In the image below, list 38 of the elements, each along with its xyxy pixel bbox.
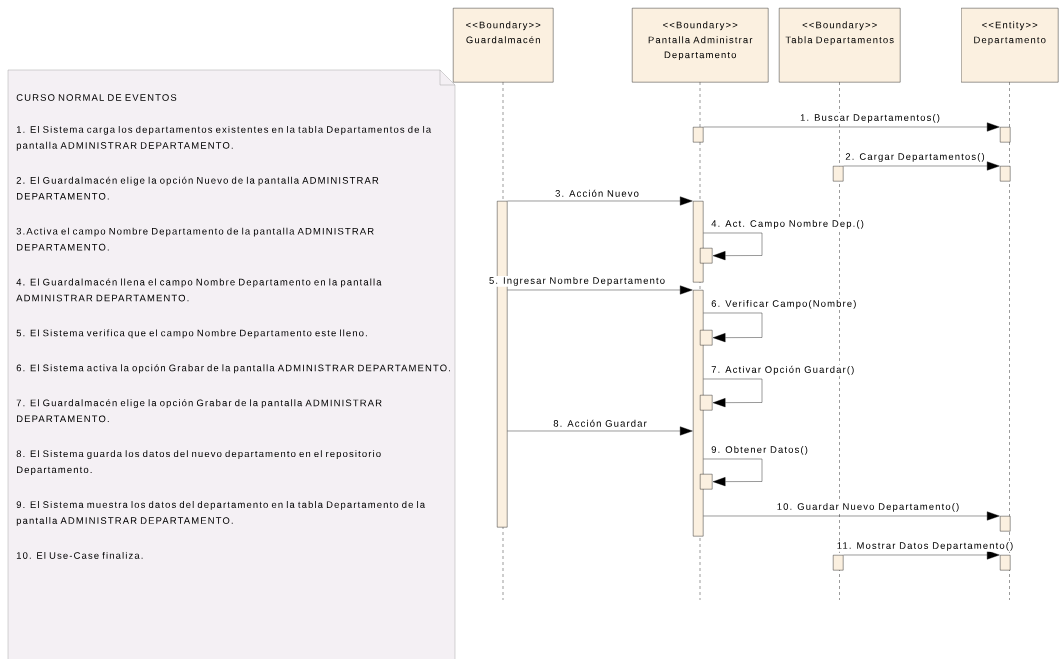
- activation-bar: [1000, 166, 1011, 182]
- message-arrow: [507, 285, 693, 295]
- message-arrow: [703, 232, 763, 261]
- edge-label: 1. Buscar Departamentos(): [799, 113, 941, 124]
- message-arrow: [703, 511, 1000, 521]
- activation-bar: [700, 248, 713, 264]
- edge-label: 6. Verificar Campo(Nombre): [710, 298, 858, 310]
- message-arrow: [507, 426, 693, 436]
- message-arrow: [703, 312, 763, 343]
- edge-label: 2. Cargar Departamentos(): [844, 152, 986, 163]
- edge-label: 3. Acción Nuevo: [554, 188, 640, 198]
- note: CURSO NORMAL DE EVENTOS 1. El Sistema carga los departamentos existentes en la tabla Departamentos de la pantalla ADMINISTRAR DEPARTAMENTO. 2. El Guardalmacén elige la opción Nuevo de la pantalla ADMINISTRAR DEPARTAMENTO. 3.Activa el campo Nombre Departamento de la pantalla ADMINISTRAR DEPARTAMENTO. 4. El Guardalmacén llena el campo Nombre Departamento en la pantalla ADMINISTRAR DEPARTAMENTO. 5. El Sistema verifica que el campo Nombre Departamento este lleno. 6. El Sistema activa la opción Grabar de la pantalla ADMINISTRAR DEPARTAMENTO. 7. El Guardalmacén elige la opción Grabar de la pantalla ADMINISTRAR DEPARTAMENTO. 8. El Sistema guarda los datos del nuevo departamento en el repositorio Departamento. 9. El Sistema muestra los datos del departamento en la tabla Departamento de la pantalla ADMINISTRAR DEPARTAMENTO. 10. El Use-Case finaliza.: [7, 69, 456, 659]
- message-arrow: [703, 122, 1000, 132]
- activation-bar: [1000, 516, 1011, 532]
- lifeline-header: <<Boundary>> Pantalla Administrar Departamento: [632, 8, 769, 83]
- lifeline-header: <<Boundary>> Tabla Departamentos: [779, 8, 901, 83]
- message-arrow: [843, 161, 1000, 171]
- activation-bar: [833, 555, 844, 571]
- activation-bar: [700, 330, 713, 346]
- message-arrow: [507, 196, 693, 206]
- activation-bar: [1000, 555, 1011, 571]
- message-arrow: [703, 458, 763, 487]
- edge-label: 7. Activar Opción Guardar(): [710, 364, 856, 376]
- message-arrow: [703, 378, 763, 408]
- edge-label: 5. Ingresar Nombre Departamento: [487, 275, 667, 287]
- edge-label: 10. Guardar Nuevo Departamento(): [775, 501, 961, 513]
- activation-bar: [1000, 127, 1011, 143]
- edge-label: 11. Mostrar Datos Departamento(): [835, 540, 1015, 552]
- activation-bar: [693, 127, 704, 143]
- activation-bar: [700, 395, 713, 411]
- edge-label: 9. Obtener Datos(): [710, 445, 809, 456]
- edge-label: 8. Acción Guardar: [552, 418, 648, 428]
- lifeline-header: <<Entity>> Departamento: [961, 8, 1059, 83]
- lifeline-header: <<Boundary>> Guardalmacén: [453, 8, 554, 83]
- edge-label: 4. Act. Campo Nombre Dep.(): [710, 218, 865, 230]
- activation-bar: [833, 166, 844, 182]
- message-arrow: [843, 550, 1000, 560]
- activation-bar: [700, 474, 713, 490]
